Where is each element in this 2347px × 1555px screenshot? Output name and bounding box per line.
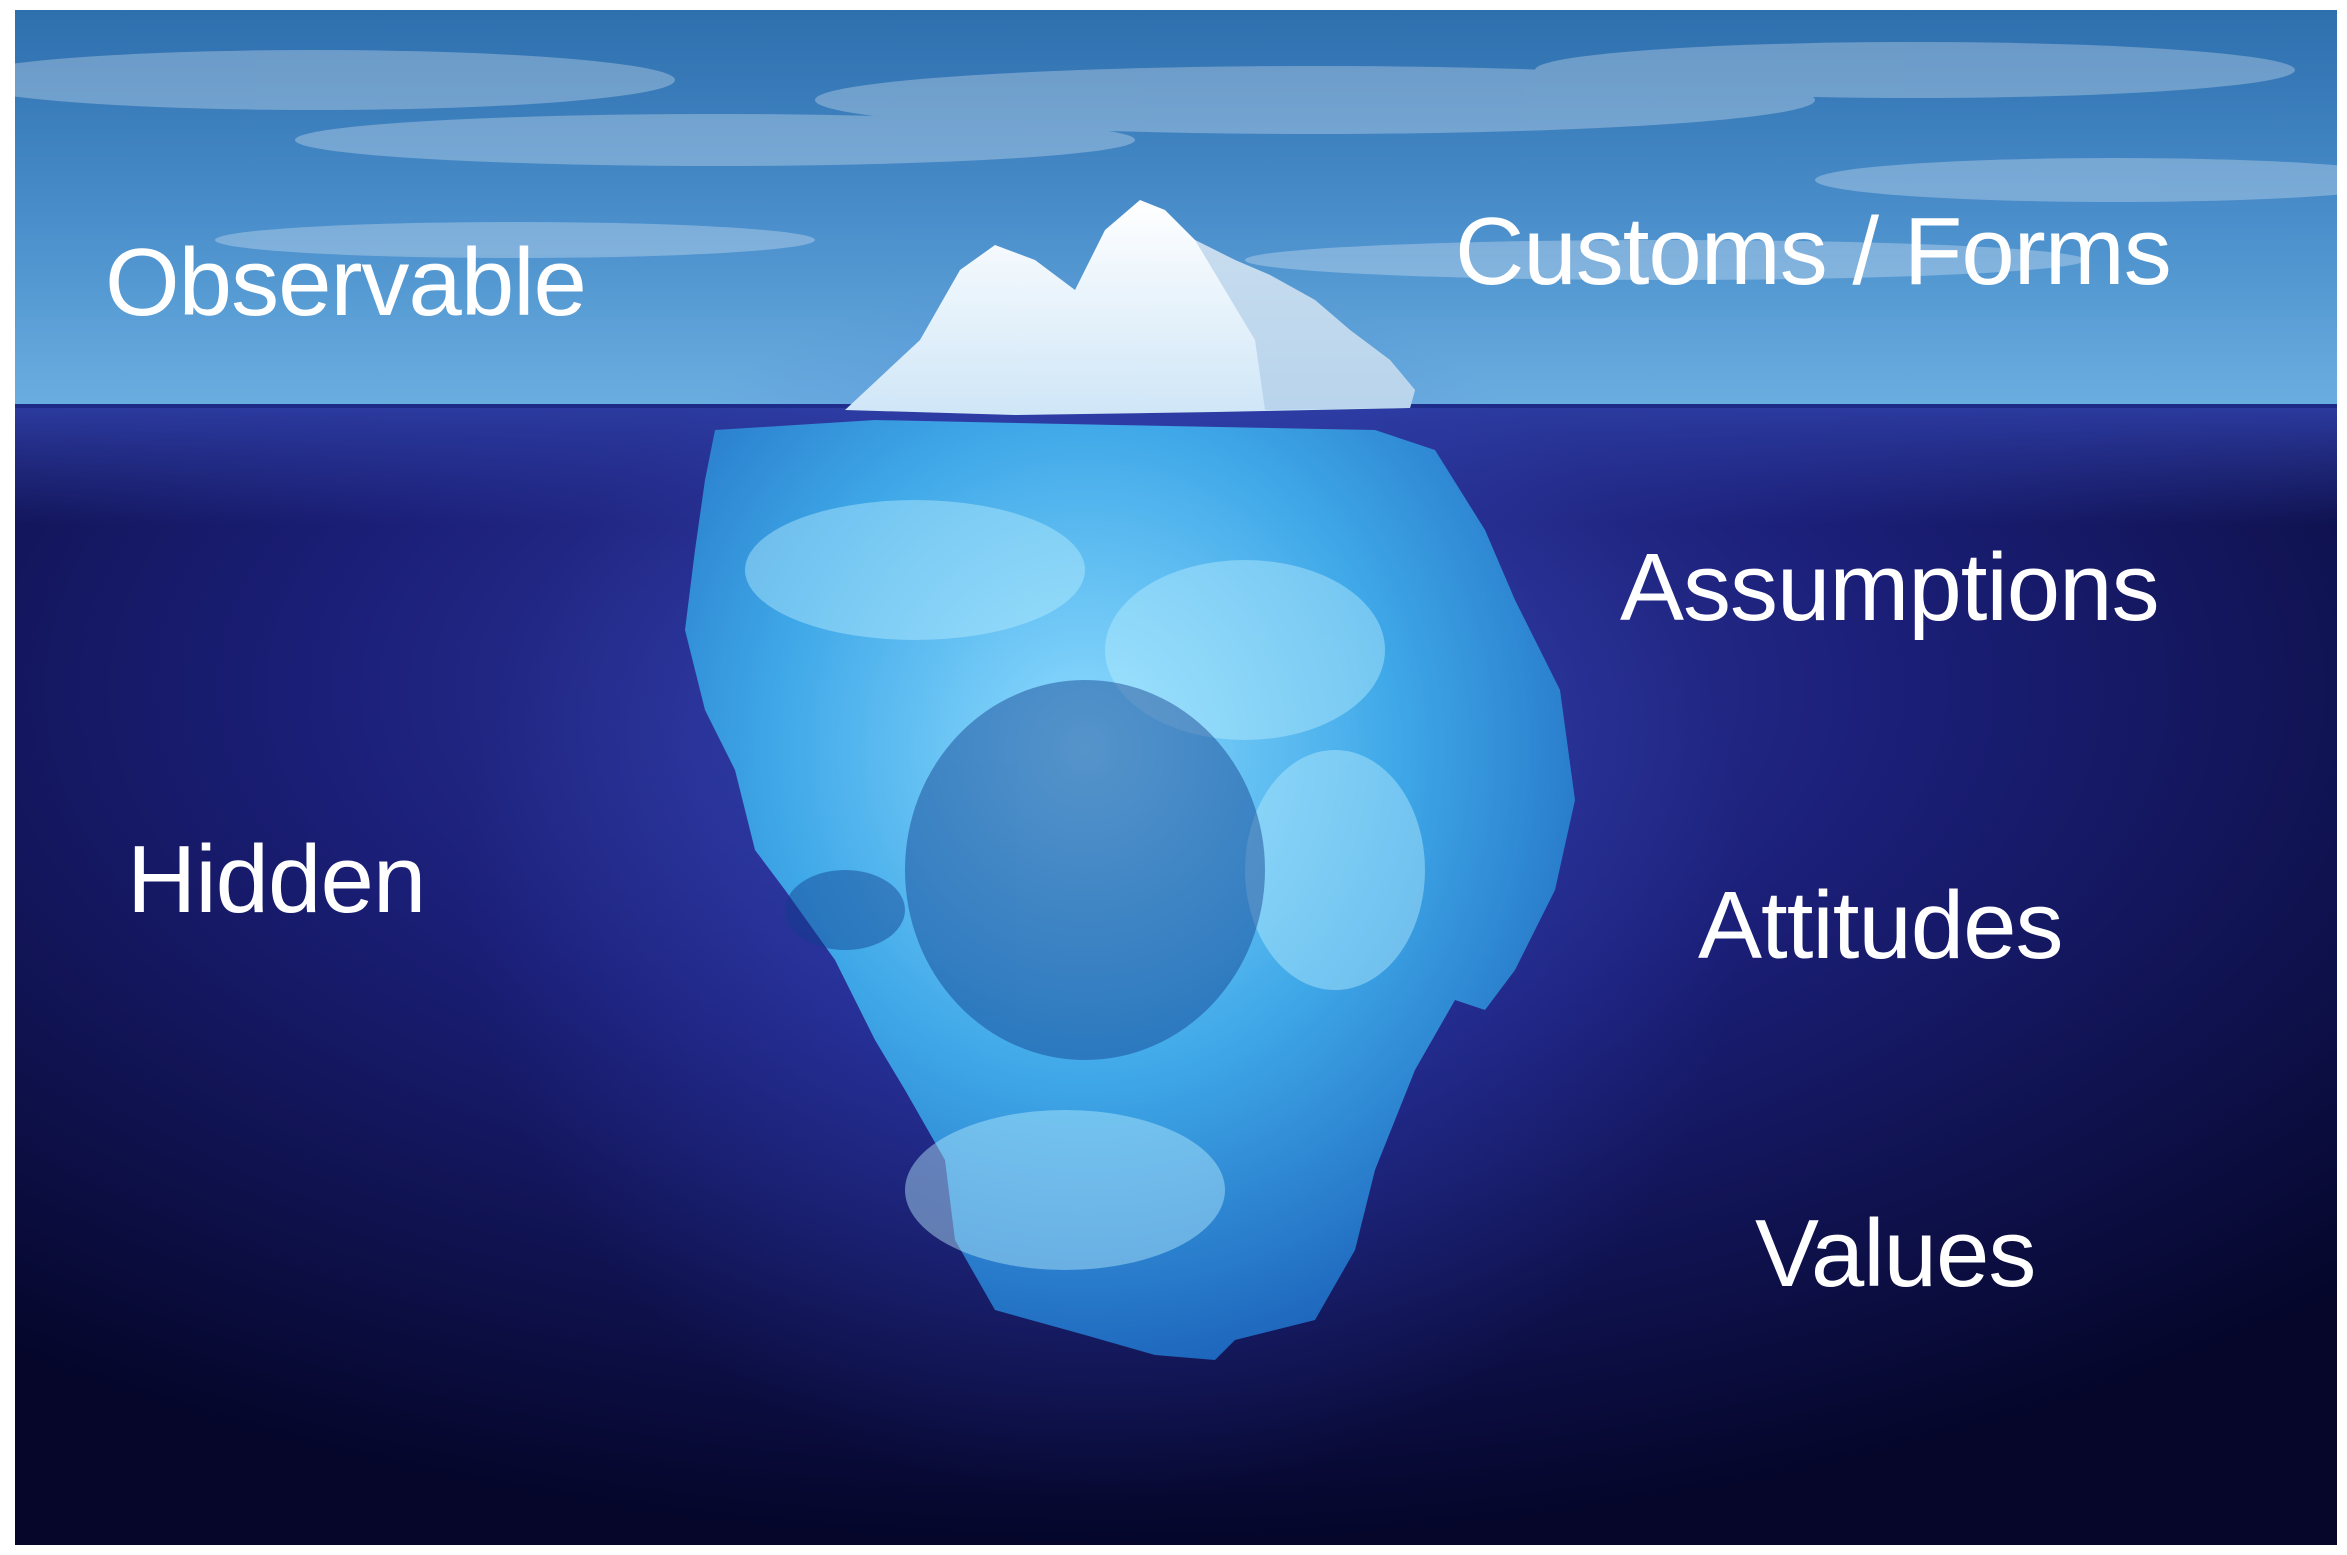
clouds	[15, 42, 2337, 280]
iceberg-tip-shade	[1195, 240, 1415, 410]
ice-highlights	[745, 500, 1425, 1270]
iceberg-slide: Observable Customs / Forms Assumptions H…	[15, 10, 2337, 1545]
label-observable: Observable	[105, 229, 587, 336]
iceberg-underwater	[685, 420, 1575, 1360]
ice-shadows	[785, 680, 1265, 1060]
label-assumptions: Assumptions	[1620, 534, 2160, 641]
iceberg-illustration	[15, 10, 2337, 1545]
label-customs-forms: Customs / Forms	[1455, 198, 2172, 305]
label-values: Values	[1755, 1200, 2036, 1307]
label-hidden: Hidden	[127, 826, 426, 933]
label-attitudes: Attitudes	[1698, 872, 2064, 979]
